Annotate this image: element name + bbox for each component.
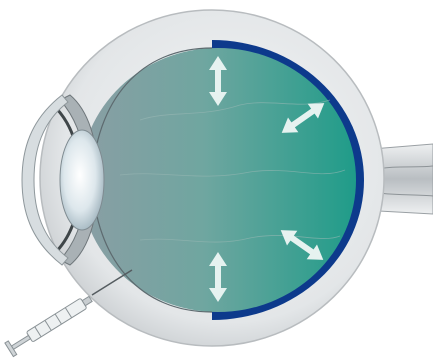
lens (60, 130, 104, 230)
